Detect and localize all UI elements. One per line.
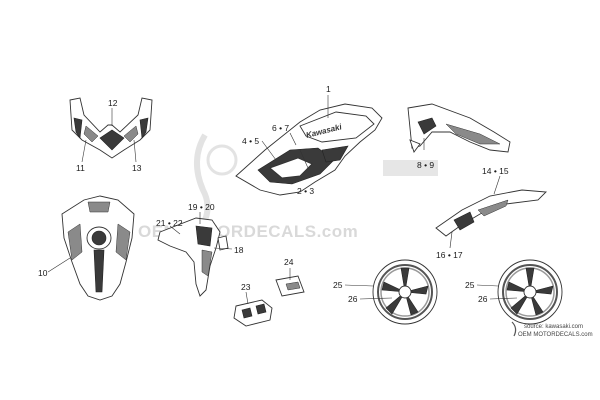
callout-23: 23	[241, 282, 251, 292]
callout-25-rear: 25	[333, 280, 343, 290]
tail-cowl-part	[435, 189, 548, 237]
callout-4-5: 4 • 5	[242, 136, 259, 146]
side-fairing-part	[235, 103, 383, 196]
bracket-part	[233, 299, 273, 327]
callout-18: 18	[234, 245, 244, 255]
front-cowl-part	[69, 97, 153, 159]
callout-11: 11	[76, 163, 85, 173]
decal-sheet-part	[275, 275, 305, 297]
callout-25-front: 25	[465, 280, 475, 290]
callout-12: 12	[108, 98, 118, 108]
fuel-tank-part	[61, 195, 135, 301]
callout-13: 13	[132, 163, 142, 173]
source-line-2: OEM MOTORDECALS.com	[518, 332, 593, 338]
callout-24: 24	[284, 257, 294, 267]
source-credit: source: kawasaki.com OEM MOTORDECALS.com	[511, 321, 593, 338]
callout-21-22: 21 • 22	[156, 218, 183, 228]
source-line-1: source: kawasaki.com	[524, 324, 583, 330]
callout-6-7: 6 • 7	[272, 123, 289, 133]
callout-16-17: 16 • 17	[436, 250, 463, 260]
callout-26-front: 26	[478, 294, 488, 304]
callout-14-15: 14 • 15	[482, 166, 509, 176]
watermark-logo	[194, 133, 438, 222]
callout-10: 10	[38, 268, 48, 278]
callout-2-3: 2 • 3	[297, 186, 314, 196]
callout-8-9: 8 • 9	[417, 160, 434, 170]
front-fender-part	[157, 217, 229, 297]
callout-19-20: 19 • 20	[188, 202, 215, 212]
callout-26-rear: 26	[348, 294, 358, 304]
front-wheel-part	[497, 259, 563, 325]
rear-wheel-part	[372, 259, 438, 325]
under-cowl-part	[407, 103, 511, 153]
callout-1: 1	[326, 84, 331, 94]
